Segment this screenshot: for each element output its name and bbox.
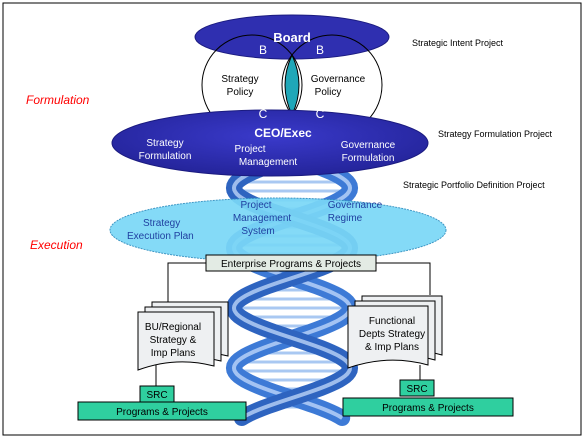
func-line3: & Imp Plans — [365, 342, 419, 353]
portfolio-pm-line1: Project — [240, 200, 271, 211]
programs-left-label: Programs & Projects — [116, 407, 208, 418]
enterprise-box — [205, 254, 377, 272]
enterprise-label: Enterprise Programs & Projects — [221, 259, 361, 270]
portfolio-strategy-line1: Strategy — [143, 218, 180, 229]
formulation-label: Formulation — [26, 93, 90, 107]
portfolio-strategy-line2: Execution Plan — [127, 231, 194, 242]
ceo-pm-line2: Management — [239, 157, 298, 168]
bu-line1: BU/Regional — [145, 322, 201, 333]
ceo-pm-line1: Project — [234, 144, 265, 155]
portfolio-governance-line2: Regime — [328, 213, 363, 224]
ceo-governance-line2: Formulation — [342, 153, 395, 164]
strategy-formulation-label: Strategy Formulation Project — [438, 129, 553, 139]
portfolio-definition-label: Strategic Portfolio Definition Project — [403, 180, 545, 190]
governance-policy-line1: Governance — [311, 74, 366, 85]
strategy-policy-line2: Policy — [227, 87, 254, 98]
ceo-strategy-line2: Formulation — [139, 151, 192, 162]
governance-policy-line2: Policy — [315, 87, 342, 98]
bu-line3: Imp Plans — [151, 348, 195, 359]
circle-right-c: C — [316, 107, 325, 121]
bu-line2: Strategy & — [150, 335, 197, 346]
programs-right-label: Programs & Projects — [382, 403, 474, 414]
func-line2: Depts Strategy — [359, 329, 425, 340]
src-left-label: SRC — [146, 390, 167, 401]
ceo-strategy-line1: Strategy — [146, 138, 183, 149]
connector-lines — [155, 262, 431, 386]
board-left-letter: B — [259, 43, 267, 57]
execution-label: Execution — [30, 238, 83, 252]
func-line1: Functional — [369, 316, 415, 327]
strategic-intent-label: Strategic Intent Project — [412, 38, 504, 48]
ceo-governance-line1: Governance — [341, 140, 396, 151]
portfolio-governance-line1: Governance — [328, 200, 383, 211]
portfolio-ellipse — [109, 197, 447, 263]
board-right-letter: B — [316, 43, 324, 57]
src-right-label: SRC — [406, 384, 427, 395]
portfolio-pm-line3: System — [241, 226, 274, 237]
ceo-exec-ellipse — [111, 109, 429, 177]
ceo-title: CEO/Exec — [254, 126, 312, 140]
programs-left-box — [77, 401, 247, 421]
programs-right-box — [342, 397, 514, 417]
circle-left-c: C — [259, 107, 268, 121]
strategy-policy-line1: Strategy — [221, 74, 258, 85]
src-right-box — [399, 379, 435, 397]
portfolio-pm-line2: Management — [233, 213, 292, 224]
functional-depts-document — [347, 295, 443, 369]
bu-regional-document — [137, 301, 229, 371]
board-title: Board — [273, 30, 311, 45]
